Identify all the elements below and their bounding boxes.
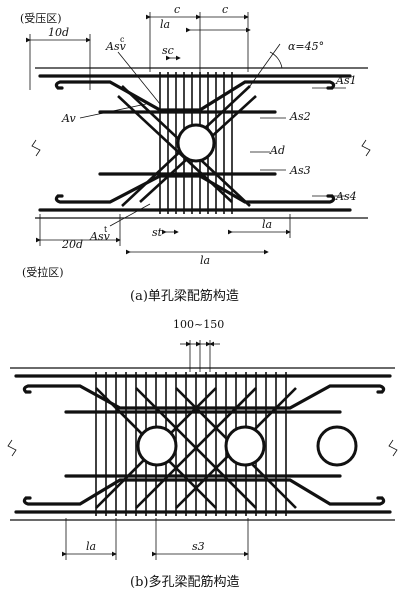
angle-diagonal [249,43,281,87]
break-b-right [388,439,398,457]
web-opening-b2 [224,425,266,467]
Asv-t-superscript: t [104,225,108,234]
zone-compression-label: (受压区) [20,12,62,25]
As3-label: As3 [289,164,311,177]
caption-b: (b)多孔梁配筋构造 [130,574,239,590]
dim-10d-label: 10d [48,26,69,39]
dimensions-a [26,12,291,255]
leaders-a [79,51,346,227]
web-opening-b1 [136,425,178,467]
dim-20d-label: 20d [61,238,83,251]
Av-label: Av [61,112,76,125]
Asv-c-superscript: c [120,35,125,44]
caption-a: (a)单孔梁配筋构造 [130,288,239,304]
As1-label: As1 [335,74,357,87]
dim-la-top-label: la [160,18,170,31]
As2-label: As2 [289,110,311,123]
As1-bar [54,80,336,112]
diagonal-bar-3 [117,95,233,203]
break-left [31,139,41,157]
spacing-label: 100~150 [173,318,224,331]
single-hole-beam [31,43,371,219]
dim-la-bot-label: la [262,218,272,231]
Asv-c-label: Asv [105,40,127,53]
dimensions-b [62,340,249,560]
Ad-label: Ad [269,144,285,157]
dim-st-label: st [152,226,163,239]
dim-s3-label: s3 [192,540,205,553]
Asv-t-label: Asv [89,230,111,243]
web-opening-b3 [316,425,358,467]
dim-sc-label: sc [162,44,174,57]
dim-la-b-label: la [86,540,96,553]
web-opening [176,123,216,163]
angle-label: α=45° [288,40,324,53]
dim-la-mid-label: la [200,254,210,267]
bottom-additional-bar-b [22,478,386,506]
dim-c2-label: c [222,3,228,16]
dim-c1-label: c [174,3,180,16]
top-additional-bar-b [22,384,386,410]
As4-bar [54,174,336,204]
angle-arc [269,51,283,69]
break-right [361,139,371,157]
multi-hole-beam [7,367,398,521]
As4-label: As4 [335,190,357,203]
zone-tension-label: (受拉区) [22,265,64,279]
break-b-left [7,439,17,457]
